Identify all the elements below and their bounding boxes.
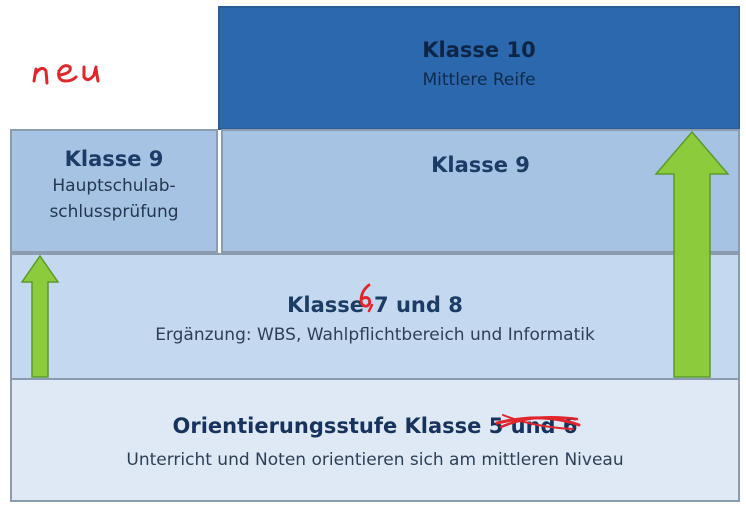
klasse-78-title-prefix: Klasse [287, 293, 365, 317]
klasse-9-right-title: Klasse 9 [431, 153, 530, 177]
orientierung-subtitle: Unterricht und Noten orientieren sich am… [126, 449, 624, 470]
klasse-78-title: Klasse 7 und 8 [287, 291, 463, 319]
box-klasse-9-hauptschule: Klasse 9 Hauptschulab- schlussprüfung [10, 129, 218, 253]
box-klasse-7-8: Klasse 7 und 8 Ergänzung: WBS, Wahlpflich… [10, 253, 740, 380]
klasse-9-left-title: Klasse 9 [64, 147, 164, 171]
arrow-up-icon-left [20, 254, 60, 378]
klasse-10-title: Klasse 10 [422, 38, 536, 62]
handwritten-neu: neu [28, 55, 100, 85]
handwritten-strikethrough [495, 414, 581, 430]
handwritten-six [359, 283, 374, 313]
klasse-10-subtitle: Mittlere Reife [422, 70, 536, 90]
arrow-up-icon-right [654, 130, 730, 378]
box-klasse-10: Klasse 10 Mittlere Reife [218, 6, 740, 130]
handwritten-neu-text: neu [28, 55, 58, 59]
klasse-78-subtitle: Ergänzung: WBS, Wahlpflichtbereich und I… [155, 325, 595, 345]
klasse-78-title-suffix: 7 und 8 [374, 293, 463, 317]
klasse-9-left-subtitle-2: schlussprüfung [49, 202, 179, 222]
box-klasse-9: Klasse 9 [221, 129, 740, 253]
orientierung-title-main: Orientierungsstufe Klasse 5 [172, 413, 504, 438]
box-orientierungsstufe: Orientierungsstufe Klasse 5 und 6 Unterr… [10, 378, 740, 502]
klasse-9-left-subtitle-1: Hauptschulab- [52, 176, 176, 196]
